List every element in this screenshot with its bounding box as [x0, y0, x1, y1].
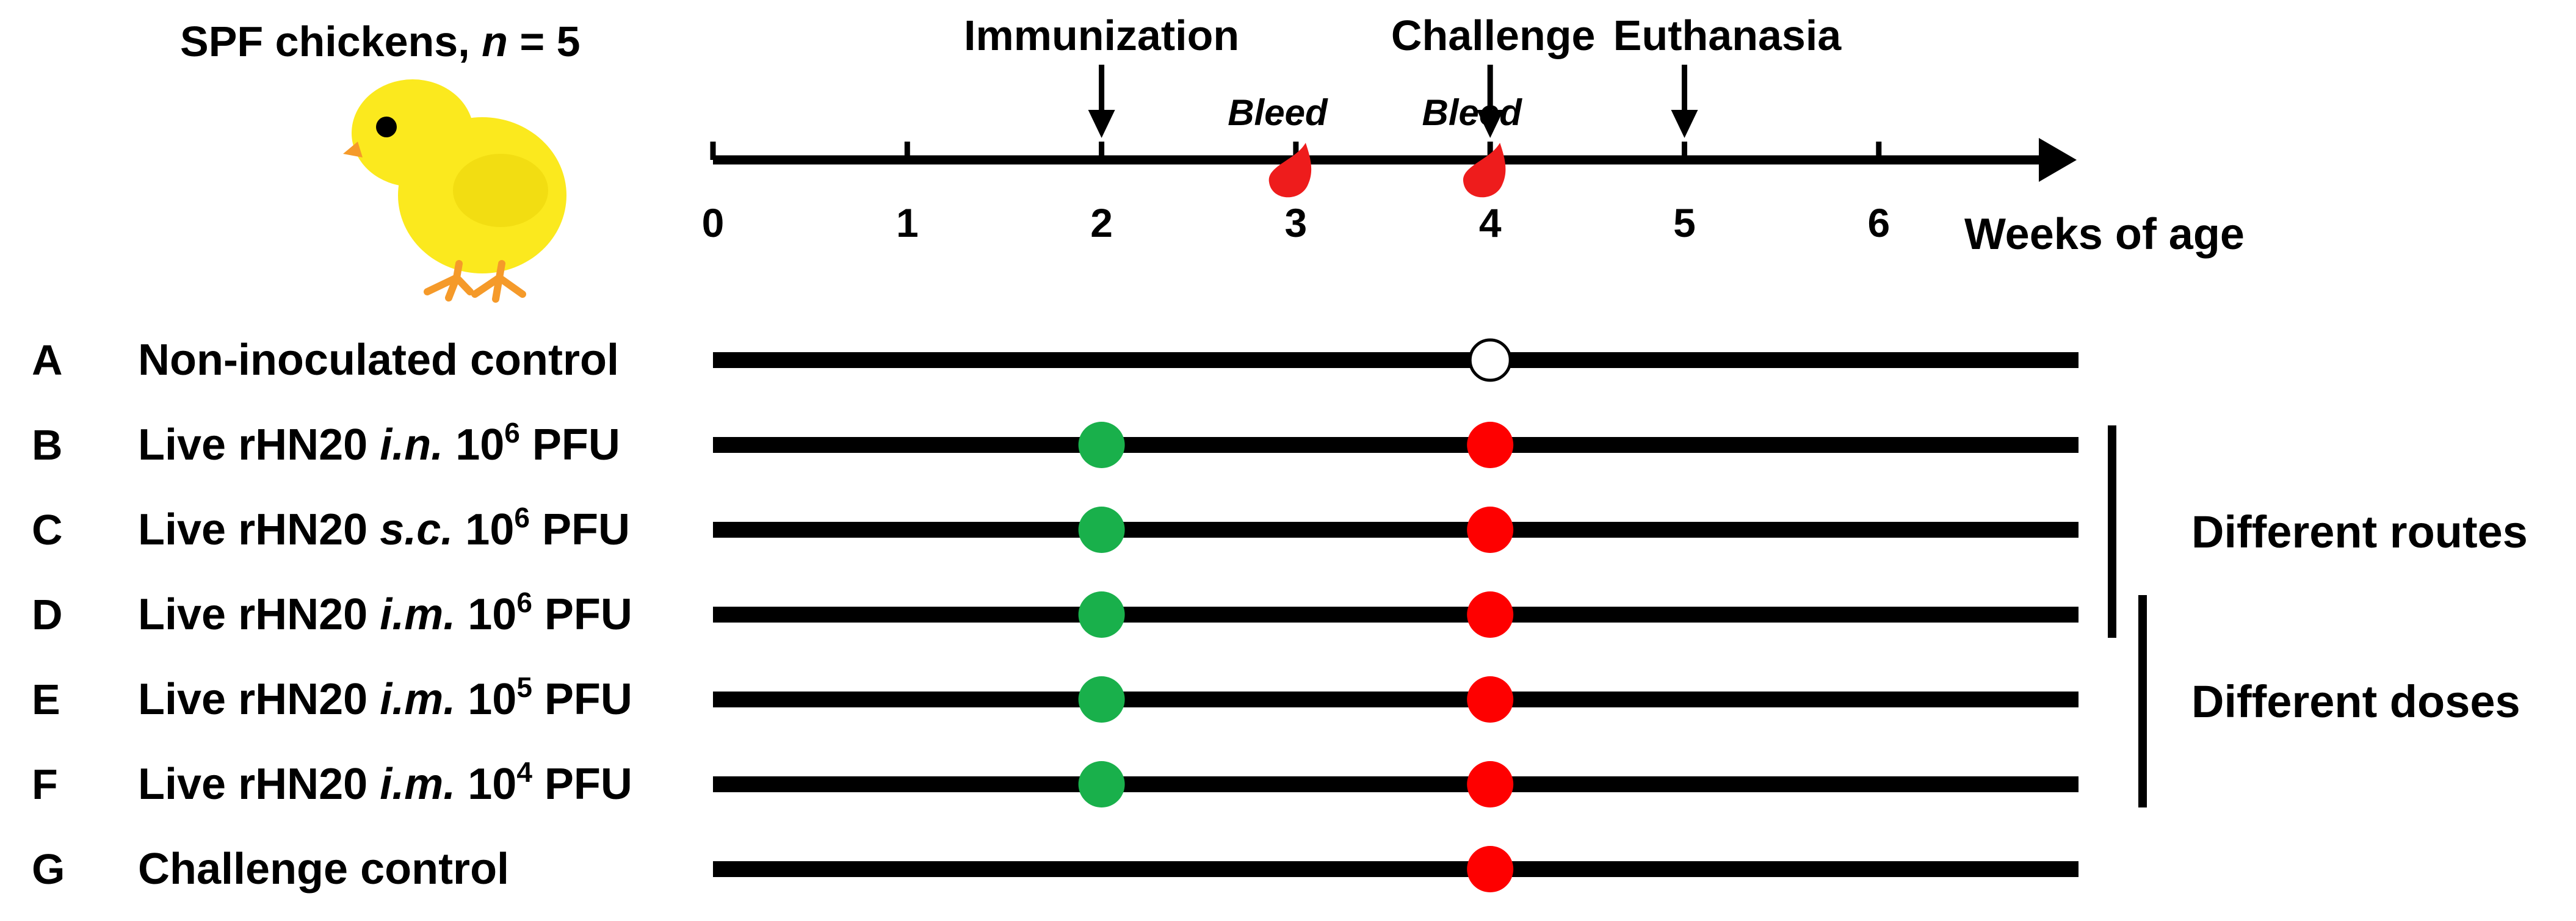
group-label: Live rHN20 i.m. 104 PFU [138, 756, 632, 809]
group-label-part: i.m. [380, 590, 455, 639]
challenge-marker [1467, 846, 1514, 892]
group-letter: G [32, 845, 65, 893]
group-label: Live rHN20 i.n. 106 PFU [138, 417, 620, 469]
challenge-marker [1467, 761, 1514, 807]
chick-wing [453, 154, 548, 227]
event-label: Challenge [1391, 12, 1596, 59]
group-label-part: 10 [455, 760, 516, 809]
immunization-marker [1078, 422, 1125, 468]
chick-eye [376, 117, 397, 137]
group-label-part: 5 [516, 671, 532, 703]
cohort-title-prefix: SPF chickens, [180, 18, 482, 65]
group-row: A Non-inoculated control [32, 336, 2079, 385]
grouping-bracket-label: Different routes [2191, 507, 2528, 557]
chick-beak [343, 142, 363, 157]
challenge-marker [1467, 591, 1514, 638]
group-label: Non-inoculated control [138, 336, 619, 385]
group-row: B Live rHN20 i.n. 106 PFU [32, 417, 2079, 469]
immunization-marker [1078, 761, 1125, 807]
timeline-tick-label: 4 [1479, 200, 1502, 245]
event-arrow-head [1088, 110, 1115, 138]
group-label: Challenge control [138, 845, 509, 894]
timeline-tick-label: 2 [1090, 200, 1113, 245]
group-letter: B [32, 421, 63, 469]
group-label-part: 10 [453, 505, 514, 554]
timeline-tick-label: 6 [1867, 200, 1890, 245]
timeline-tick-label: 0 [702, 200, 725, 245]
group-label-part: PFU [520, 421, 620, 469]
no-challenge-marker [1468, 338, 1512, 382]
group-label-part: Live rHN20 [138, 590, 380, 639]
immunization-marker [1078, 591, 1125, 638]
timeline-tick-label: 5 [1673, 200, 1696, 245]
group-label-part: Challenge control [138, 845, 509, 894]
event-arrow-head [1477, 110, 1504, 138]
group-label-part: i.m. [380, 675, 455, 724]
group-letter: C [32, 506, 63, 554]
group-letter: A [32, 336, 63, 384]
challenge-marker [1467, 507, 1514, 553]
group-row: G Challenge control [32, 845, 2079, 894]
chick-feet [424, 260, 526, 303]
timeline-ticks: 0 1 2 3 4 5 6 [702, 142, 1890, 245]
event-arrow-head [1671, 110, 1698, 138]
timeline-tick-label: 3 [1285, 200, 1308, 245]
group-label-part: PFU [532, 675, 632, 724]
group-row: C Live rHN20 s.c. 106 PFU [32, 502, 2079, 554]
immunization-marker [1078, 676, 1125, 723]
group-label-part: Non-inoculated control [138, 336, 619, 385]
group-label-part: 10 [455, 675, 516, 724]
bleed-label: Bleed [1422, 92, 1523, 133]
timeline-events: Immunization Challenge Euthanasia [964, 12, 1842, 138]
group-row: F Live rHN20 i.m. 104 PFU [32, 756, 2079, 809]
timeline-tick-label: 1 [896, 200, 919, 245]
timeline-arrowhead [2039, 138, 2077, 182]
group-letter: F [32, 760, 58, 808]
timeline-bleeds: Bleed Bleed [1228, 92, 1523, 198]
group-label-part: 6 [514, 502, 530, 533]
group-label-part: 6 [504, 417, 520, 449]
group-label-part: Live rHN20 [138, 675, 380, 724]
group-label-part: PFU [532, 760, 632, 809]
timeline-axis-label: Weeks of age [1964, 210, 2245, 259]
group-label-part: 10 [455, 590, 516, 639]
group-label-part: i.m. [380, 760, 455, 809]
cohort-title-suffix: = 5 [508, 18, 581, 65]
group-letter: E [32, 676, 60, 723]
group-label-part: 6 [516, 587, 532, 618]
group-label-part: Live rHN20 [138, 421, 380, 469]
challenge-marker [1467, 676, 1514, 723]
group-row: D Live rHN20 i.m. 106 PFU [32, 587, 2079, 639]
group-label: Live rHN20 i.m. 105 PFU [138, 671, 632, 724]
group-label-part: PFU [530, 505, 630, 554]
group-label: Live rHN20 i.m. 106 PFU [138, 587, 632, 639]
group-label: Live rHN20 s.c. 106 PFU [138, 502, 630, 554]
cohort-title: SPF chickens, n = 5 [180, 18, 581, 65]
group-label-part: Live rHN20 [138, 760, 380, 809]
bleed-label: Bleed [1228, 92, 1328, 133]
grouping-bracket-label: Different doses [2191, 676, 2520, 727]
challenge-marker [1467, 422, 1514, 468]
group-label-part: Live rHN20 [138, 505, 380, 554]
event-label: Euthanasia [1613, 12, 1842, 59]
event-label: Immunization [964, 12, 1239, 59]
group-label-part: i.n. [380, 421, 443, 469]
group-letter: D [32, 591, 63, 638]
blood-drop-icon [1463, 143, 1506, 198]
cohort-title-n: n [482, 18, 508, 65]
group-label-part: 4 [516, 756, 532, 788]
group-label-part: s.c. [380, 505, 453, 554]
blood-drop-icon [1268, 143, 1312, 198]
group-label-part: PFU [532, 590, 632, 639]
group-row: E Live rHN20 i.m. 105 PFU [32, 671, 2079, 724]
group-label-part: 10 [443, 421, 504, 469]
immunization-marker [1078, 507, 1125, 553]
chick-head [352, 79, 474, 187]
chick-illustration [343, 79, 566, 303]
